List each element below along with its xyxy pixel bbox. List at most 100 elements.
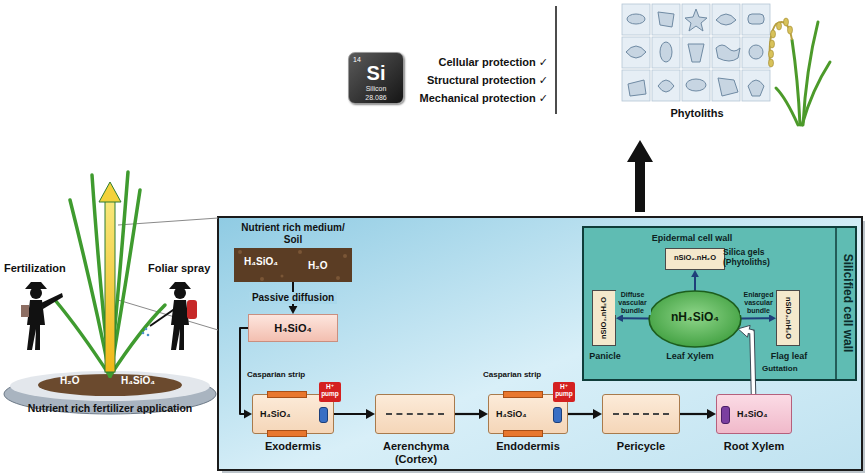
cell-box: Casparian stripH⁺ pumpH₄SiO₄Endodermis bbox=[488, 394, 568, 434]
chemical-label: H₂O bbox=[60, 375, 79, 387]
cell-name: Exodermis bbox=[229, 440, 357, 453]
connector bbox=[738, 325, 753, 394]
transporter-symbol bbox=[553, 407, 562, 423]
connector-line bbox=[455, 413, 480, 415]
soil-box: Nutrient rich medium/ SoilH₄SiO₄ H₂O bbox=[234, 222, 352, 282]
chemical-label: H₄SiO₄ bbox=[121, 375, 155, 387]
part-label: Flag leaf bbox=[757, 351, 821, 361]
phytolith-tiles bbox=[622, 4, 770, 101]
cell-name: Root Xylem bbox=[693, 440, 815, 453]
benefit-label: Mechanical protection ✓ bbox=[420, 92, 548, 105]
edge-label: Passive diffusion bbox=[249, 292, 337, 304]
connector bbox=[680, 409, 716, 419]
edge-label: Enlarged vascular bundle bbox=[740, 291, 776, 315]
connector-line bbox=[741, 317, 770, 319]
connector-line bbox=[622, 317, 649, 319]
arrowhead bbox=[593, 409, 602, 419]
connector-line bbox=[568, 413, 594, 415]
zoom-line bbox=[118, 300, 218, 330]
soil-band bbox=[234, 248, 352, 282]
part-label: Panicle bbox=[573, 351, 637, 361]
connector-line bbox=[694, 276, 696, 291]
arrowhead bbox=[691, 270, 699, 277]
rice-grain bbox=[769, 18, 793, 67]
arrowhead bbox=[289, 306, 298, 314]
cell-name: Pericycle bbox=[579, 440, 703, 453]
sprayer-figure bbox=[142, 282, 197, 350]
inset-panel bbox=[583, 227, 856, 380]
phytolith-shapes bbox=[626, 9, 764, 96]
connector bbox=[691, 270, 699, 291]
chemical-label: nH₄SiO₄ bbox=[648, 311, 742, 325]
casparian-strip bbox=[503, 430, 543, 437]
rice-panicle bbox=[770, 22, 792, 66]
transporter-symbol bbox=[721, 406, 730, 424]
part-label: Silica gels (Phytoliths) bbox=[723, 248, 787, 268]
solution-box: H₄SiO₄ bbox=[248, 314, 338, 342]
inset-divider bbox=[835, 227, 837, 380]
part-label: Epidermal cell wall bbox=[629, 233, 755, 243]
connector-line bbox=[748, 331, 754, 394]
chemical-label: nSiO₂.nH₂O bbox=[600, 297, 609, 339]
benefit-label: Structural protection ✓ bbox=[427, 74, 548, 87]
arrowhead bbox=[366, 409, 375, 419]
xylem-box: H₄SiO₄Root Xylem bbox=[716, 394, 792, 434]
connector-line bbox=[680, 413, 708, 415]
silica-box: nSiO₂.nH₂OFlag leaf bbox=[776, 290, 800, 346]
arrowhead bbox=[616, 314, 623, 322]
casparian-strip bbox=[267, 391, 307, 398]
element-tile: 14SiSilicon28.086 bbox=[348, 52, 404, 104]
cell-name: Endodermis bbox=[465, 440, 591, 453]
connector bbox=[616, 314, 649, 322]
inset-title: Silicified cell wall bbox=[840, 254, 854, 353]
casparian-strip bbox=[503, 391, 543, 398]
phytolith-image: Phytoliths bbox=[622, 4, 772, 104]
cell-box: Aerenchyma (Cortex) bbox=[375, 394, 455, 434]
connector-line bbox=[334, 413, 367, 415]
edge-label: Diffuse vascular bundle bbox=[615, 291, 651, 315]
uptake-arrow-head bbox=[99, 182, 121, 202]
chemical-label: nSiO₂.nH₂O bbox=[784, 297, 793, 339]
xylem-ellipse: nH₄SiO₄Leaf Xylem bbox=[648, 290, 742, 348]
casparian-strip bbox=[267, 430, 307, 437]
figure-label: Foliar spray bbox=[148, 262, 210, 275]
pump-label: H⁺ pump bbox=[319, 382, 341, 402]
figure-label: Fertilization bbox=[4, 262, 66, 275]
element-name: Silicon bbox=[349, 85, 403, 93]
chemical-label: H₄SiO₄ bbox=[249, 322, 337, 335]
part-label: Leaf Xylem bbox=[638, 351, 742, 361]
connector bbox=[334, 409, 375, 419]
connector bbox=[455, 409, 488, 419]
arrowhead bbox=[479, 409, 488, 419]
box-heading: Nutrient rich medium/ Soil bbox=[234, 222, 352, 245]
connector bbox=[741, 314, 776, 322]
silica-box: Epidermal cell wallnSiO₂.nH₂OSilica gels… bbox=[665, 248, 725, 270]
dashed-line bbox=[613, 413, 669, 415]
chemical-label: H₂O bbox=[308, 260, 327, 272]
connector bbox=[568, 409, 602, 419]
chemical-label: H₄SiO₄ bbox=[244, 256, 278, 268]
block-arrow bbox=[627, 140, 653, 212]
chemical-label: H₄SiO₄ bbox=[260, 409, 291, 419]
transporter-symbol bbox=[319, 407, 328, 423]
connector-outline bbox=[748, 331, 754, 394]
connector-line bbox=[240, 328, 248, 414]
element-symbol: Si bbox=[349, 62, 403, 85]
farmer-figure bbox=[21, 282, 63, 350]
arrowhead bbox=[707, 409, 716, 419]
benefit-label: Cellular protection ✓ bbox=[439, 56, 548, 69]
arrowhead bbox=[769, 314, 776, 322]
arrowhead bbox=[244, 410, 252, 419]
dashed-line bbox=[386, 413, 444, 415]
image-caption: Phytoliths bbox=[622, 107, 772, 120]
rice-plant-icon bbox=[776, 22, 830, 125]
chemical-label: H₄SiO₄ bbox=[737, 409, 768, 419]
part-label: Casparian strip bbox=[483, 370, 541, 379]
chemical-label: nSiO₂.nH₂O bbox=[666, 254, 724, 263]
chemical-label: H₄SiO₄ bbox=[496, 409, 527, 419]
uptake-arrow bbox=[105, 200, 115, 372]
zoom-line bbox=[118, 218, 218, 225]
divider-line bbox=[555, 6, 557, 114]
part-label: Casparian strip bbox=[247, 370, 305, 379]
cell-box: Casparian stripH⁺ pumpH₄SiO₄Exodermis bbox=[252, 394, 334, 434]
